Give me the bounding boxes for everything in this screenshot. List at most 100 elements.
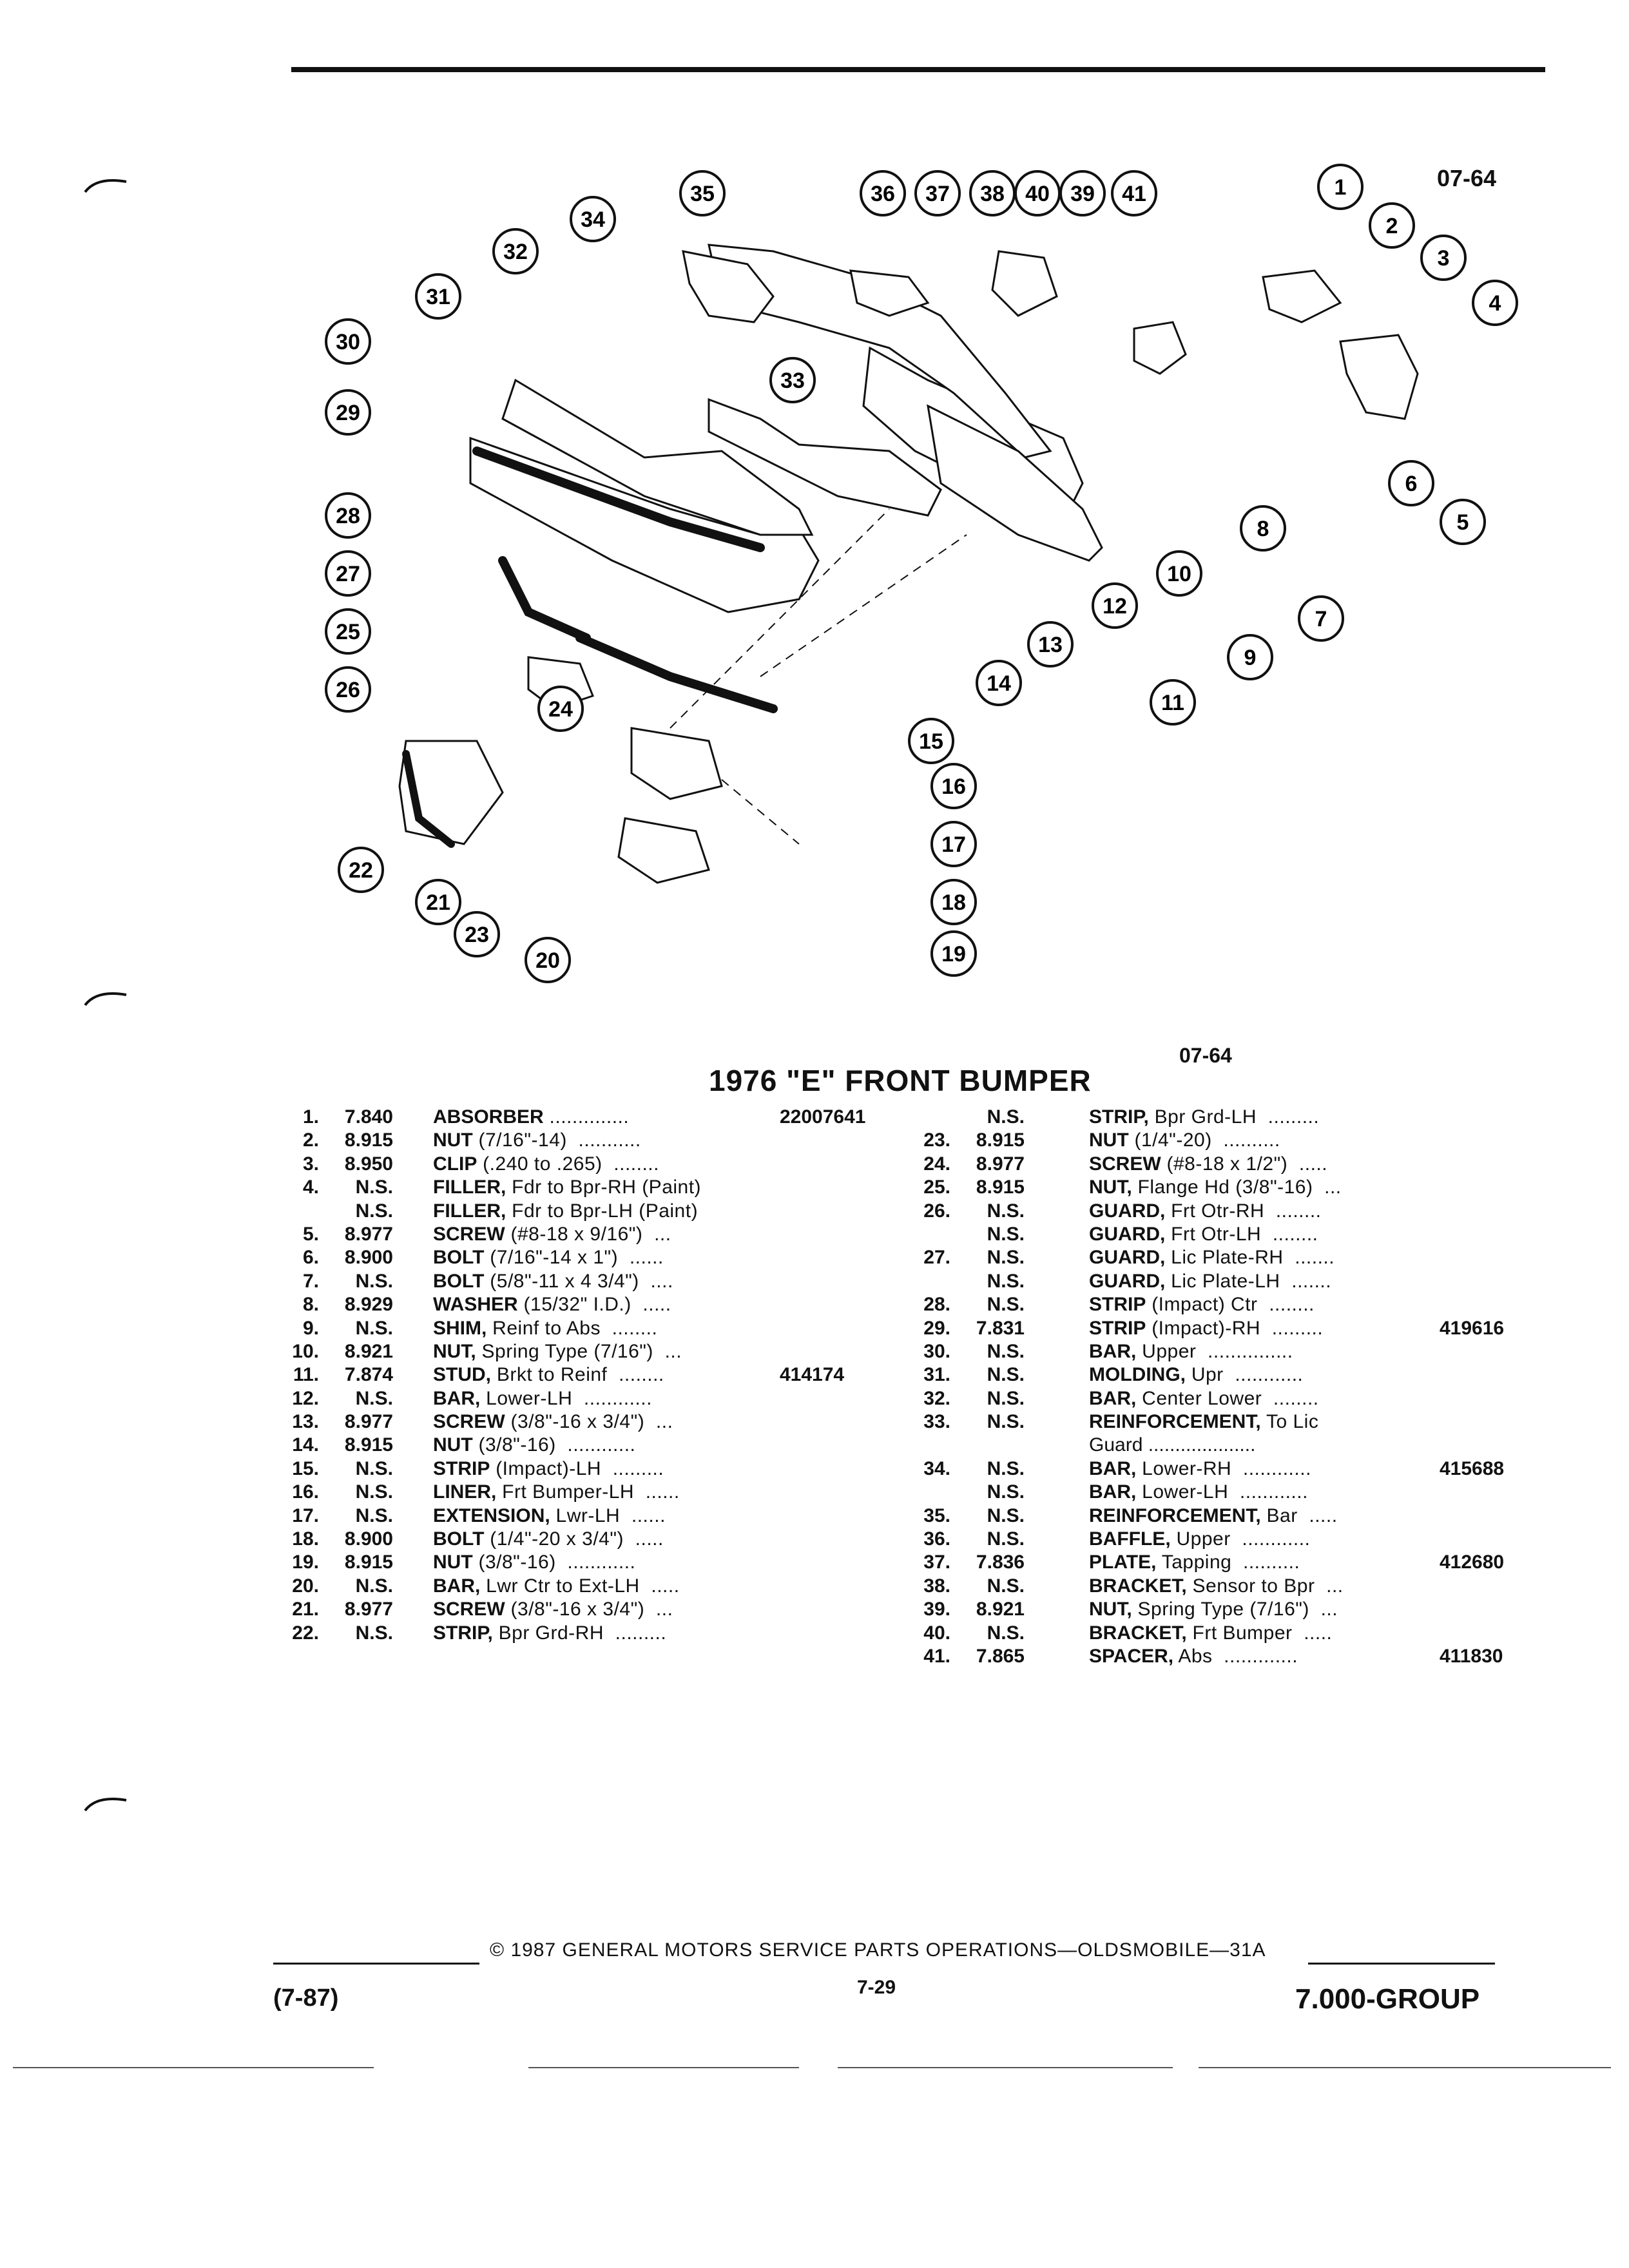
part-description: SCREW (#8-18 x 9/16") ... — [433, 1223, 671, 1246]
item-number: 28. — [923, 1294, 950, 1316]
part-detail-cont: Guard .................... — [1089, 1434, 1256, 1456]
callout-label: 9 — [1244, 646, 1257, 670]
part-name: BAFFLE, — [1089, 1528, 1171, 1550]
part-description: SCREW (#8-18 x 1/2") ..... — [1089, 1153, 1327, 1176]
part-description: GUARD, Lic Plate-LH ....... — [1089, 1270, 1331, 1293]
margin-mark — [84, 1798, 127, 1812]
parts-row: 9.N.S.SHIM, Reinf to Abs ........ — [271, 1317, 876, 1340]
callout-label: 31 — [426, 285, 450, 309]
callout-label: 20 — [535, 948, 560, 973]
part-name: SCREW — [433, 1599, 505, 1620]
parts-row: 30.N.S.BAR, Upper ............... — [902, 1340, 1508, 1363]
part-name: STRIP — [433, 1457, 490, 1479]
item-number: 14. — [292, 1434, 319, 1456]
callout-5: 5 — [1440, 499, 1486, 545]
callout-27: 27 — [325, 550, 371, 597]
molding-shape — [501, 378, 814, 536]
part-detail: Tapping .......... — [1156, 1552, 1300, 1573]
callout-6: 6 — [1388, 460, 1434, 506]
callout-10: 10 — [1156, 550, 1202, 597]
part-description: SHIM, Reinf to Abs ........ — [433, 1317, 657, 1340]
item-number: 34. — [923, 1457, 950, 1479]
callout-17: 17 — [930, 821, 977, 867]
part-description: STRIP, Bpr Grd-RH ......... — [433, 1622, 666, 1645]
part-name: MOLDING, — [1089, 1364, 1186, 1386]
baffle-shape — [849, 269, 930, 317]
callout-37: 37 — [914, 170, 961, 216]
group-number: N.S. — [355, 1177, 393, 1198]
item-number: 26. — [923, 1200, 950, 1222]
part-name: GUARD, — [1089, 1247, 1166, 1269]
part-name: ABSORBER — [433, 1106, 544, 1128]
part-detail: Upr ............ — [1186, 1364, 1304, 1386]
item-number: 5. — [302, 1223, 319, 1245]
parts-row: 34.N.S.BAR, Lower-RH ............415688 — [902, 1457, 1508, 1481]
group-number: N.S. — [987, 1504, 1025, 1526]
group-number: 8.915 — [344, 1552, 393, 1573]
part-detail: Lower-RH ............ — [1136, 1457, 1311, 1479]
part-description: BAR, Center Lower ........ — [1089, 1387, 1319, 1410]
callout-label: 17 — [941, 832, 966, 857]
part-name: BAR, — [1089, 1481, 1137, 1503]
part-detail: (#8-18 x 9/16") ... — [505, 1223, 671, 1245]
parts-row: 31.N.S.MOLDING, Upr ............ — [902, 1363, 1508, 1387]
part-name: BOLT — [433, 1247, 485, 1269]
part-name: GUARD, — [1089, 1223, 1166, 1245]
callout-3: 3 — [1420, 235, 1467, 281]
parts-row: 36.N.S.BAFFLE, Upper ............ — [902, 1528, 1508, 1551]
callout-label: 36 — [871, 182, 895, 206]
parts-row: 22.N.S.STRIP, Bpr Grd-RH ......... — [271, 1622, 876, 1645]
part-detail: (15/32" I.D.) ..... — [517, 1294, 671, 1316]
part-detail: (5/8"-11 x 4 3/4") .... — [484, 1270, 673, 1292]
group-number: N.S. — [987, 1387, 1025, 1409]
part-description: SCREW (3/8"-16 x 3/4") ... — [433, 1410, 673, 1434]
callout-41: 41 — [1111, 170, 1157, 216]
part-description: BRACKET, Sensor to Bpr ... — [1089, 1575, 1344, 1598]
callout-13: 13 — [1027, 621, 1074, 668]
callout-layer: 1234567891011121314151617181920212223242… — [325, 164, 1518, 983]
part-name: GUARD, — [1089, 1270, 1166, 1292]
callout-label: 22 — [349, 858, 373, 883]
part-name: STRIP, — [1089, 1106, 1149, 1128]
figure-code-bottom: 07-64 — [1179, 1044, 1232, 1067]
bottom-rule — [1199, 2067, 1611, 2068]
bracket-34-shape — [682, 250, 775, 323]
part-description: LINER, Frt Bumper-LH ...... — [433, 1481, 680, 1504]
item-number: 25. — [923, 1177, 950, 1198]
parts-row: 27.N.S.GUARD, Lic Plate-RH ....... — [902, 1246, 1508, 1269]
part-number: 22007641 — [780, 1106, 866, 1128]
part-detail: Reinf to Abs ........ — [487, 1317, 658, 1339]
item-number: 21. — [292, 1599, 319, 1620]
part-name: LINER, — [433, 1481, 497, 1503]
exploded-parts-diagram: 1234567891011121314151617181920212223242… — [325, 164, 1518, 983]
parts-row: N.S.STRIP, Bpr Grd-LH ......... — [902, 1106, 1508, 1129]
part-description: NUT, Spring Type (7/16") ... — [433, 1340, 682, 1363]
part-name: SCREW — [1089, 1153, 1161, 1175]
part-detail: Frt Bumper ..... — [1186, 1622, 1333, 1644]
parts-row: 40.N.S.BRACKET, Frt Bumper ..... — [902, 1622, 1508, 1645]
group-number: N.S. — [355, 1387, 393, 1409]
callout-label: 35 — [690, 182, 715, 206]
callout-label: 10 — [1167, 562, 1191, 586]
callout-16: 16 — [930, 763, 977, 809]
part-detail: Upper ............... — [1136, 1340, 1293, 1362]
callout-8: 8 — [1240, 505, 1286, 552]
group-number: 8.915 — [976, 1129, 1025, 1151]
part-detail: (Impact)-RH ......... — [1146, 1317, 1324, 1339]
group-number: N.S. — [355, 1575, 393, 1597]
callout-7: 7 — [1298, 595, 1344, 642]
part-detail: (1/4"-20) .......... — [1128, 1129, 1280, 1151]
parts-row: 17.N.S.EXTENSION, Lwr-LH ...... — [271, 1504, 876, 1528]
item-number: 35. — [923, 1504, 950, 1526]
callout-label: 19 — [941, 942, 966, 966]
part-detail: Bar ..... — [1260, 1504, 1338, 1526]
callout-label: 23 — [465, 923, 489, 947]
group-number: 8.977 — [976, 1153, 1025, 1175]
group-number: N.S. — [987, 1223, 1025, 1245]
callout-40: 40 — [1014, 170, 1061, 216]
callout-30: 30 — [325, 318, 371, 365]
